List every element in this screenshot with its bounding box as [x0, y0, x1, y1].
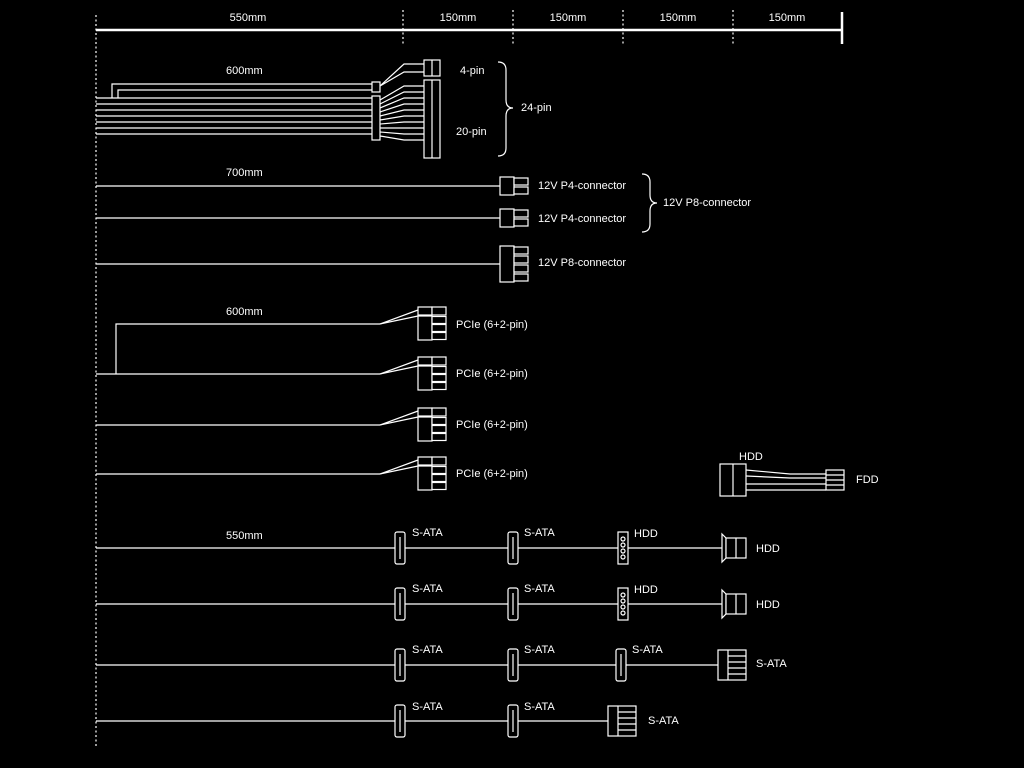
peripheral-length-label: 550mm	[226, 530, 263, 542]
p8-brace	[641, 173, 658, 233]
sata-inline-connector	[394, 587, 406, 621]
pcie-connector	[379, 306, 447, 341]
p4-connector	[499, 208, 529, 228]
p4-connector-label: 12V P4-connector	[538, 180, 626, 192]
sleeve-clip	[371, 95, 381, 141]
sata-inline-connector	[507, 648, 519, 682]
pcie-connector	[379, 356, 447, 391]
sata-end-connector	[607, 705, 637, 737]
sata-end-connector	[717, 649, 747, 681]
atx-length-label: 600mm	[226, 65, 263, 77]
sata-label: S-ATA	[412, 644, 443, 656]
sata-inline-connector	[394, 704, 406, 738]
sleeve-clip	[371, 81, 381, 93]
pcie-branch-wire	[115, 323, 380, 374]
sata-inline-connector	[507, 587, 519, 621]
scale-segment-label: 150mm	[440, 12, 477, 24]
peripheral-cables: 550mm S-ATA S-ATA HDD HDD S-ATA S-ATA HD…	[96, 527, 787, 738]
sata-label: S-ATA	[648, 715, 679, 727]
scale-segment-label: 150mm	[550, 12, 587, 24]
sata-label: S-ATA	[524, 701, 555, 713]
sata-inline-connector	[507, 531, 519, 565]
scale-segment-label: 550mm	[230, 12, 267, 24]
scale-segment-label: 150mm	[769, 12, 806, 24]
fdd-label: FDD	[856, 474, 879, 486]
sata-label: S-ATA	[524, 583, 555, 595]
sata-label: S-ATA	[524, 527, 555, 539]
sata-label: S-ATA	[756, 658, 787, 670]
hdd-label: HDD	[634, 528, 658, 540]
atx-4pin-label: 4-pin	[460, 65, 484, 77]
pcie-connector	[379, 456, 447, 491]
fdd-adapter-hdd-label: HDD	[739, 451, 763, 463]
sata-label: S-ATA	[524, 644, 555, 656]
molex-end-connector	[721, 532, 747, 564]
p8-connector-label: 12V P8-connector	[538, 257, 626, 269]
molex-inline-connector	[617, 587, 629, 621]
sata-inline-connector	[615, 648, 627, 682]
pcie-label: PCIe (6+2-pin)	[456, 319, 528, 331]
sata-label: S-ATA	[412, 527, 443, 539]
peripheral-connector-group	[394, 531, 747, 738]
scale-segment-label: 150mm	[660, 12, 697, 24]
fdd-adapter: HDD FDD	[719, 451, 879, 497]
atx-24pin-cable: 600mm 4-pin 20-pin 24-pin	[96, 59, 552, 159]
molex-end-connector	[721, 588, 747, 620]
hdd-label: HDD	[756, 599, 780, 611]
sata-label: S-ATA	[412, 583, 443, 595]
molex-inline-connector	[617, 531, 629, 565]
pcie-length-label: 600mm	[226, 306, 263, 318]
hdd-label: HDD	[756, 543, 780, 555]
pcie-cables: 600mm PCIe (6+2-pin) PCIe (6+2-pin) PCIe…	[96, 306, 528, 491]
hdd-label: HDD	[634, 584, 658, 596]
p8-group-label: 12V P8-connector	[663, 197, 751, 209]
pcie-label: PCIe (6+2-pin)	[456, 368, 528, 380]
sata-label: S-ATA	[412, 701, 443, 713]
sata-inline-connector	[394, 531, 406, 565]
cpu-power-cables: 700mm 12V P4-connector 12V P4-connector …	[96, 167, 751, 283]
atx-wire-bundle	[96, 83, 372, 135]
atx-24pin-label: 24-pin	[521, 102, 552, 114]
sata-inline-connector	[507, 704, 519, 738]
p4-connector	[499, 176, 529, 196]
sata-inline-connector	[394, 648, 406, 682]
pcie-label: PCIe (6+2-pin)	[456, 468, 528, 480]
pcie-connector	[379, 407, 447, 442]
sata-label: S-ATA	[632, 644, 663, 656]
pcie-label: PCIe (6+2-pin)	[456, 419, 528, 431]
p4-connector-label: 12V P4-connector	[538, 213, 626, 225]
cpu-length-label: 700mm	[226, 167, 263, 179]
pcie-connector-group	[379, 306, 447, 491]
atx-brace	[497, 61, 514, 157]
length-scale: 550mm 150mm 150mm 150mm 150mm	[96, 10, 844, 44]
p8-connector	[499, 245, 529, 283]
atx-20pin-label: 20-pin	[456, 126, 487, 138]
